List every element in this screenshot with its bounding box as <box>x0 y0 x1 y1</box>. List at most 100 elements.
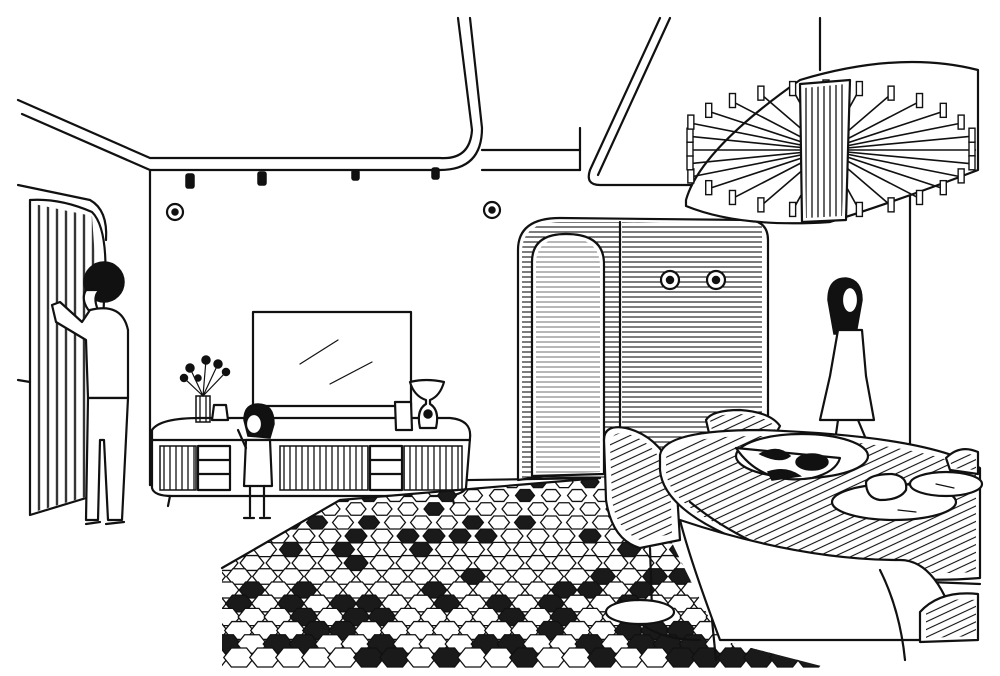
lamp-clip <box>957 168 965 184</box>
hex-tile <box>540 488 562 503</box>
wall-tv <box>251 310 413 408</box>
hex-tile <box>513 515 537 530</box>
hex-tile <box>185 635 215 653</box>
hex-tile <box>222 568 227 585</box>
lamp-clip <box>887 197 895 213</box>
hex-tile <box>794 647 828 668</box>
hex-tile <box>820 647 854 668</box>
hex-tile <box>370 528 394 544</box>
lamp-clip <box>968 127 976 143</box>
hex-tile <box>189 529 211 543</box>
lamp-clip <box>788 80 797 97</box>
man-figure <box>50 261 130 526</box>
hex-tile <box>423 502 445 516</box>
hex-tile <box>434 541 460 558</box>
hex-tile <box>565 515 589 530</box>
hex-tile <box>396 528 420 544</box>
hex-tile <box>318 528 342 544</box>
lamp-clip <box>915 189 924 206</box>
hex-tile <box>292 528 316 544</box>
hex-tile <box>512 541 538 558</box>
track-spotlights <box>185 167 440 189</box>
hex-tile <box>486 541 512 558</box>
lamp-clip <box>705 102 713 119</box>
lamp-clip <box>728 189 737 206</box>
hex-tile <box>474 528 498 544</box>
lamp-clip <box>968 155 976 171</box>
hex-tile <box>186 608 214 625</box>
hex-tile <box>422 528 446 544</box>
hex-tile <box>409 515 433 530</box>
hex-tile <box>344 528 368 544</box>
hex-tile <box>449 502 471 516</box>
hex-tile <box>293 502 315 516</box>
hex-tile <box>538 541 564 558</box>
dining-set <box>602 408 984 662</box>
hex-tile <box>267 502 289 516</box>
lamp-clip <box>686 127 694 143</box>
hex-tile <box>514 488 536 503</box>
hex-tile <box>397 502 419 516</box>
hex-tile <box>526 528 550 544</box>
hex-tile <box>462 488 484 503</box>
hex-tile <box>553 502 575 516</box>
hex-tile <box>539 515 563 530</box>
hex-tile <box>408 541 434 558</box>
lamp-clip <box>757 85 765 101</box>
hex-tile <box>527 502 549 516</box>
lamp-clip <box>686 141 694 157</box>
lamp-clip <box>855 80 864 97</box>
hex-tile <box>382 541 408 558</box>
hex-tile <box>331 515 355 530</box>
hex-tile <box>501 502 523 516</box>
lamp-clip <box>728 92 737 109</box>
pendant-lamp <box>684 58 980 225</box>
hex-tile <box>222 515 225 530</box>
hex-tile <box>240 528 264 544</box>
lamp-spoke <box>825 149 973 165</box>
hex-tile <box>278 541 304 558</box>
hex-tile <box>448 528 472 544</box>
console-decor <box>179 355 446 432</box>
lamp-clip <box>705 179 713 196</box>
hex-tile <box>330 541 356 558</box>
hex-tile <box>566 488 588 503</box>
hex-tile <box>476 478 496 489</box>
hex-tile <box>345 502 367 516</box>
lamp-clip <box>887 85 895 101</box>
hex-tile <box>579 502 601 516</box>
hex-tile <box>371 502 393 516</box>
hex-tile <box>590 541 616 558</box>
lamp-clip <box>757 197 765 213</box>
lamp-clip <box>686 155 694 171</box>
hex-tile <box>383 515 407 530</box>
hex-tile <box>460 541 486 558</box>
tv-console <box>150 416 472 508</box>
hex-tile <box>187 582 213 598</box>
hex-tile <box>487 515 511 530</box>
hex-tile <box>488 488 510 503</box>
hex-tile <box>578 528 602 544</box>
hex-tile <box>846 647 860 668</box>
hex-tile <box>252 541 278 558</box>
hex-tile <box>768 647 802 668</box>
lamp-clip <box>687 114 695 130</box>
woman-figure <box>818 277 876 450</box>
hex-tile <box>475 502 497 516</box>
lamp-clip <box>968 141 976 157</box>
hex-tile <box>241 502 263 516</box>
hex-tile <box>222 541 226 558</box>
hex-tile <box>461 515 485 530</box>
lamp-clip <box>939 179 947 196</box>
hex-tile <box>188 556 212 571</box>
lamp-clip <box>915 92 924 109</box>
hex-tile <box>356 541 382 558</box>
hex-tile <box>222 528 238 544</box>
lamp-clip <box>957 114 965 130</box>
hex-tile <box>564 541 590 558</box>
hex-tile <box>435 515 459 530</box>
lamp-clip <box>687 168 695 184</box>
lamp-clip <box>788 201 797 218</box>
